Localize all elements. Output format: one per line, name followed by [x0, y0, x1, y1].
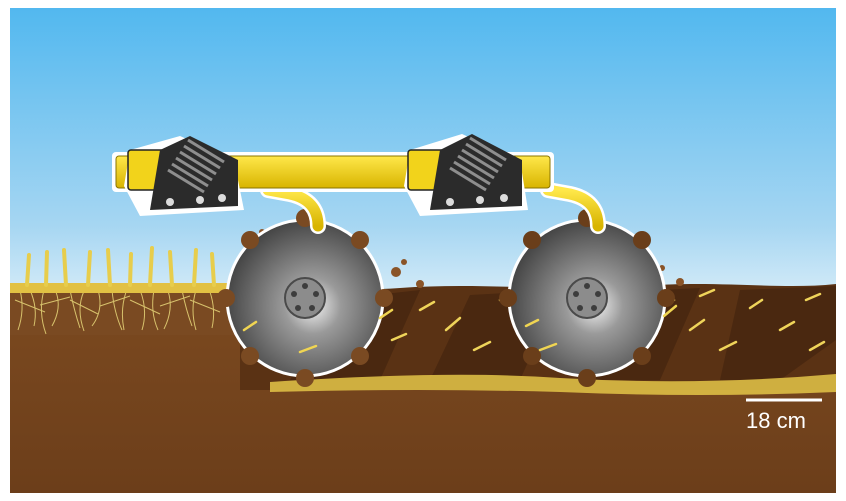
- disc-harrow-icon: [499, 209, 675, 387]
- depth-scale-label: 18 cm: [746, 408, 806, 434]
- disc-harrow-icon: [217, 209, 393, 387]
